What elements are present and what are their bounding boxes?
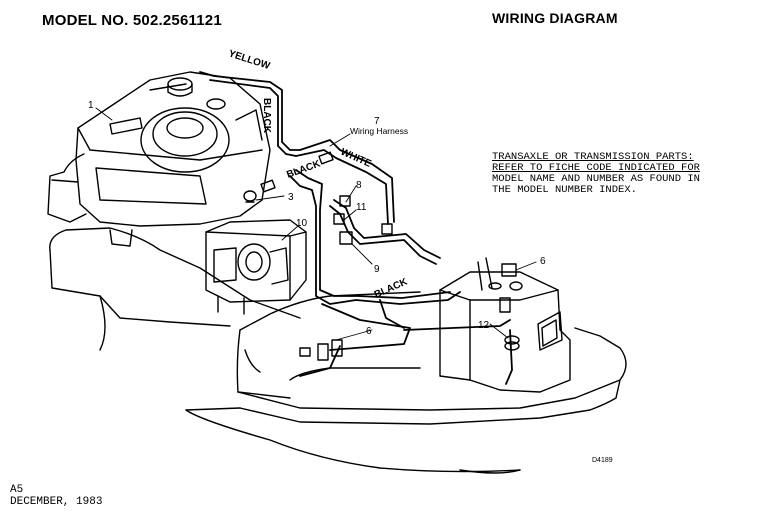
- wire-harness: [199, 71, 513, 385]
- callout-1: 1: [88, 100, 94, 111]
- tractor-body: [49, 227, 627, 474]
- callouts: 1 3 10 7 Wiring Harness 8 11 9 6 6 12: [88, 100, 546, 337]
- connectors: [243, 151, 523, 361]
- callout-6-dash: 6: [540, 256, 546, 267]
- note-line-4: THE MODEL NUMBER INDEX.: [492, 184, 637, 196]
- wire-label-yellow: YELLOW: [227, 48, 272, 72]
- model-number: MODEL NO. 502.2561121: [42, 12, 222, 29]
- leader-lines: [95, 107, 537, 341]
- wire-label-black-middle: BLACK: [285, 158, 322, 181]
- wire-label-black-engine: BLACK: [261, 98, 272, 134]
- transmission-block: [205, 219, 307, 315]
- callout-6-seat: 6: [366, 326, 372, 337]
- callout-9: 9: [374, 264, 380, 275]
- transaxle-note: TRANSAXLE OR TRANSMISSION PARTS: REFER T…: [492, 152, 700, 196]
- callout-10: 10: [296, 218, 308, 229]
- callout-12: 12: [478, 320, 490, 331]
- page-number: A5: [10, 484, 24, 496]
- note-line-3: MODEL NAME AND NUMBER AS FOUND IN: [492, 173, 700, 185]
- engine: [47, 71, 271, 247]
- drawing-code: D4189: [592, 457, 613, 464]
- callout-3: 3: [288, 192, 294, 203]
- callout-11: 11: [356, 202, 367, 213]
- diagram-title: WIRING DIAGRAM: [492, 10, 618, 26]
- callout-7: 7: [374, 116, 380, 127]
- callout-8: 8: [356, 180, 362, 191]
- note-line-2: REFER TO FICHE CODE INDICATED FOR: [492, 162, 700, 174]
- callout-7-label: Wiring Harness: [350, 126, 408, 136]
- publication-date: DECEMBER, 1983: [10, 496, 103, 508]
- note-line-1: TRANSAXLE OR TRANSMISSION PARTS:: [492, 151, 694, 163]
- dash-housing: [439, 257, 571, 393]
